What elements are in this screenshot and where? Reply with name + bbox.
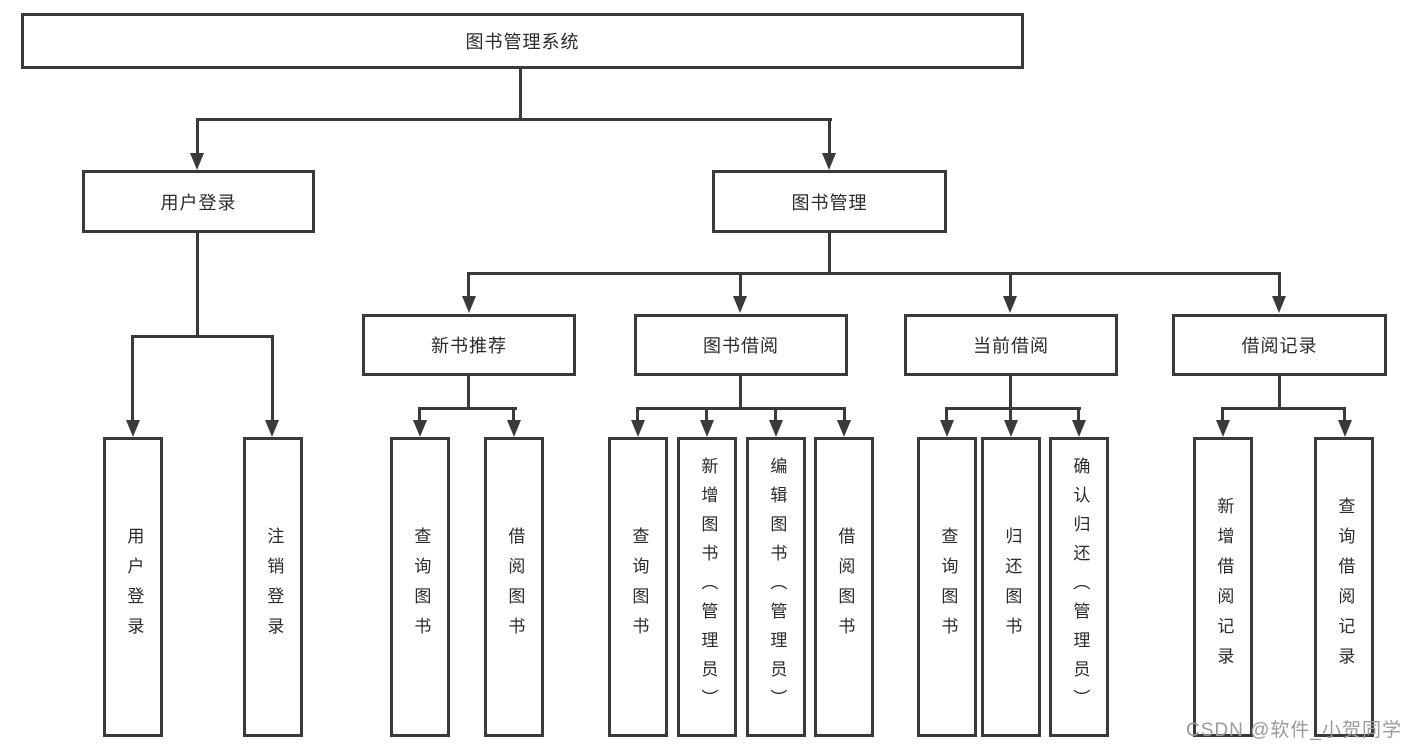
node-borrow-records: 借阅记录 xyxy=(1172,314,1387,376)
node-book-borrow: 图书借阅 xyxy=(634,314,848,376)
connector-leaf-stub xyxy=(945,407,948,422)
arrow-down-icon xyxy=(507,420,521,437)
connector-fork-branch xyxy=(418,407,517,410)
leaf-label: 注销登录 xyxy=(264,527,284,647)
connector-book-management-down xyxy=(828,233,831,275)
leaf-query-book-borrow: 查询图书 xyxy=(608,437,668,737)
leaf-confirm-return-admin: 确认归还（管理员） xyxy=(1049,437,1109,737)
connector-leaf-stub xyxy=(1009,407,1012,422)
connector-leaf-stub xyxy=(131,335,134,422)
leaf-label: 确认归还（管理员） xyxy=(1070,456,1090,718)
leaf-label: 归还图书 xyxy=(1002,527,1022,647)
connector-level3-stub xyxy=(1278,272,1281,298)
connector-fork-branch xyxy=(636,407,846,410)
connector-leaf-stub xyxy=(705,407,708,422)
node-book-management: 图书管理 xyxy=(712,170,947,233)
leaf-label: 查询图书 xyxy=(938,527,958,647)
connector-user-login-stub xyxy=(196,118,199,156)
arrow-down-icon xyxy=(769,420,783,437)
leaf-add-borrow-record: 新增借阅记录 xyxy=(1193,437,1253,737)
arrow-down-icon xyxy=(1272,296,1286,313)
arrow-down-icon xyxy=(1216,420,1230,437)
arrow-down-icon xyxy=(190,153,204,170)
arrow-down-icon xyxy=(822,153,836,170)
leaf-logout-login: 注销登录 xyxy=(243,437,303,737)
connector-leaf-stub xyxy=(512,407,515,422)
connector-fork-down xyxy=(467,376,470,410)
node-current-borrow: 当前借阅 xyxy=(904,314,1118,376)
connector-leaf-stub xyxy=(1343,407,1346,422)
arrow-down-icon xyxy=(462,296,476,313)
leaf-return-book: 归还图书 xyxy=(981,437,1041,737)
connector-user-login-branch xyxy=(132,335,274,338)
connector-book-management-stub xyxy=(828,118,831,156)
arrow-down-icon xyxy=(700,420,714,437)
connector-user-login-down xyxy=(196,233,199,338)
connector-leaf-stub xyxy=(1077,407,1080,422)
arrow-down-icon xyxy=(126,420,140,437)
connector-leaf-stub xyxy=(774,407,777,422)
leaf-label: 借阅图书 xyxy=(505,527,525,647)
leaf-add-book-admin: 新增图书（管理员） xyxy=(677,437,737,737)
leaf-label: 查询图书 xyxy=(411,527,431,647)
arrow-down-icon xyxy=(940,420,954,437)
leaf-edit-book-admin: 编辑图书（管理员） xyxy=(746,437,806,737)
connector-level2-branch xyxy=(196,118,832,121)
leaf-label: 新增图书（管理员） xyxy=(698,456,718,718)
leaf-label: 编辑图书（管理员） xyxy=(767,456,787,718)
arrow-down-icon xyxy=(1003,296,1017,313)
connector-level3-branch xyxy=(467,272,1281,275)
connector-level3-stub xyxy=(467,272,470,298)
connector-fork-branch xyxy=(945,407,1081,410)
leaf-user-login: 用户登录 xyxy=(103,437,163,737)
leaf-query-borrow-record: 查询借阅记录 xyxy=(1314,437,1374,737)
node-user-login: 用户登录 xyxy=(82,170,315,233)
arrow-down-icon xyxy=(631,420,645,437)
arrow-down-icon xyxy=(837,420,851,437)
arrow-down-icon xyxy=(413,420,427,437)
connector-root-stub xyxy=(519,69,522,120)
connector-leaf-stub xyxy=(418,407,421,422)
connector-level3-stub xyxy=(739,272,742,298)
arrow-down-icon xyxy=(733,296,747,313)
connector-fork-down xyxy=(1278,376,1281,410)
connector-leaf-stub xyxy=(1221,407,1224,422)
connector-fork-down xyxy=(1009,376,1012,410)
leaf-label: 新增借阅记录 xyxy=(1214,497,1234,677)
arrow-down-icon xyxy=(265,420,279,437)
leaf-query-book-recommend: 查询图书 xyxy=(390,437,450,737)
connector-leaf-stub xyxy=(271,335,274,422)
leaf-borrow-book-recommend: 借阅图书 xyxy=(484,437,544,737)
leaf-query-book-current: 查询图书 xyxy=(917,437,977,737)
arrow-down-icon xyxy=(1072,420,1086,437)
leaf-borrow-book: 借阅图书 xyxy=(814,437,874,737)
connector-fork-branch xyxy=(1221,407,1346,410)
connector-leaf-stub xyxy=(843,407,846,422)
arrow-down-icon xyxy=(1338,420,1352,437)
connector-fork-down xyxy=(739,376,742,410)
node-root: 图书管理系统 xyxy=(21,13,1024,69)
leaf-label: 用户登录 xyxy=(124,527,144,647)
arrow-down-icon xyxy=(1004,420,1018,437)
connector-level3-stub xyxy=(1009,272,1012,298)
csdn-watermark: CSDN @软件_小贺同学 xyxy=(1186,720,1402,741)
leaf-label: 借阅图书 xyxy=(835,527,855,647)
leaf-label: 查询图书 xyxy=(629,527,649,647)
connector-leaf-stub xyxy=(636,407,639,422)
node-new-book-recommend: 新书推荐 xyxy=(362,314,576,376)
leaf-label: 查询借阅记录 xyxy=(1335,497,1355,677)
